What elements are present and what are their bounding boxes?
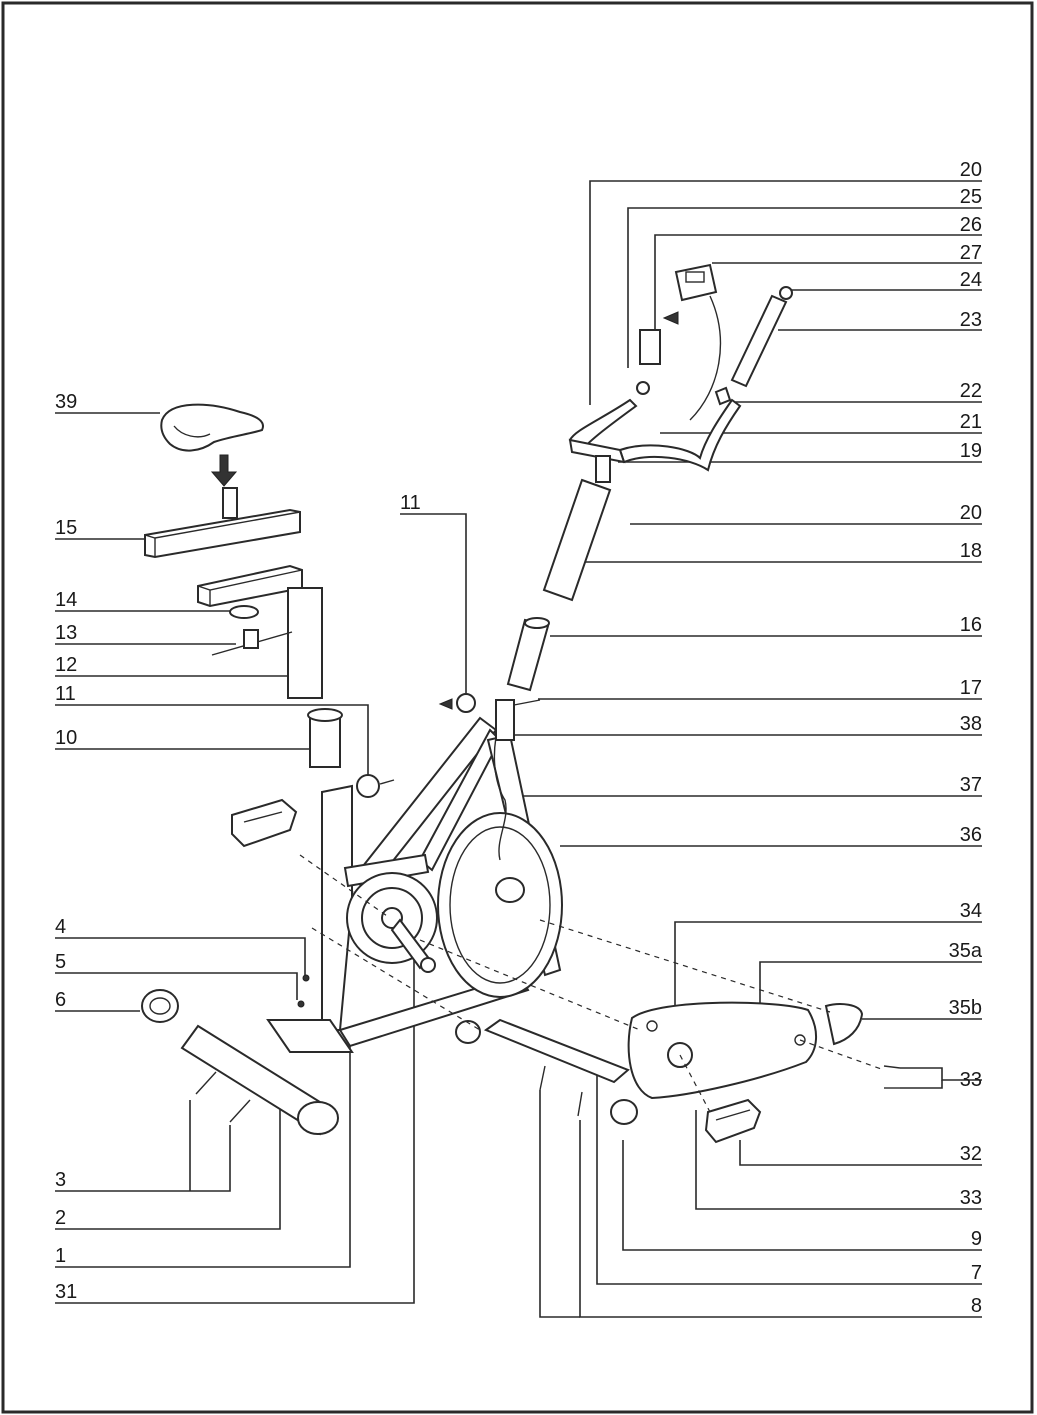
label-27: 27 (960, 242, 982, 264)
leader-lines-left (55, 412, 467, 1304)
saddle-part (160, 403, 264, 487)
leader-35a (759, 961, 982, 1010)
rear-stabilizer-part (141, 989, 339, 1136)
pedal-right-part (704, 1098, 762, 1144)
cover-cap-part (824, 1003, 864, 1046)
label-5: 5 (55, 951, 66, 973)
leader-20-top (589, 180, 982, 405)
label-20-mid: 20 (960, 502, 982, 524)
leader-9 (622, 1140, 982, 1251)
leader-1 (55, 1040, 351, 1268)
leader-8-branch (539, 1090, 580, 1318)
seat-post-sleeve-part (307, 708, 343, 768)
label-24: 24 (960, 269, 982, 291)
label-25: 25 (960, 186, 982, 208)
bracket-plate-part (266, 1019, 354, 1053)
handlebar-part (568, 398, 742, 483)
leader-11-top (400, 513, 467, 693)
label-22: 22 (960, 380, 982, 402)
label-32: 32 (960, 1143, 982, 1165)
label-1: 1 (55, 1245, 66, 1267)
handlebar-post-part (542, 478, 612, 602)
label-21: 21 (960, 411, 982, 433)
label-2: 2 (55, 1207, 66, 1229)
label-26: 26 (960, 214, 982, 236)
handlebar-post-sleeve-part (506, 617, 550, 692)
leader-31 (55, 960, 415, 1304)
seat-post-part (197, 564, 323, 699)
brake-cable-part (493, 719, 507, 861)
leader-33b (695, 1110, 982, 1210)
chain-cover-part (627, 1001, 817, 1100)
pedal-left-part (231, 798, 298, 848)
label-16: 16 (960, 614, 982, 636)
label-10: 10 (55, 727, 77, 749)
label-14: 14 (55, 589, 77, 611)
leader-25 (627, 207, 982, 368)
leader-33a (900, 1067, 982, 1081)
adjust-knob-left-part (356, 774, 395, 798)
label-19: 19 (960, 440, 982, 462)
label-38: 38 (960, 713, 982, 735)
label-33-upper: 33 (960, 1069, 982, 1091)
leader-33a-branch (900, 1080, 943, 1089)
label-11-left: 11 (55, 683, 76, 705)
label-11-top: 11 (400, 492, 421, 514)
label-17: 17 (960, 677, 982, 699)
flywheel-part (437, 812, 563, 998)
label-15: 15 (55, 517, 77, 539)
alignment-lines (299, 854, 885, 1113)
handlebar-grip-part (730, 286, 793, 388)
leader-32 (739, 1140, 982, 1166)
label-4: 4 (55, 916, 66, 938)
label-31: 31 (55, 1281, 77, 1303)
label-35b: 35b (949, 997, 982, 1019)
leader-34 (674, 921, 982, 1030)
label-20-top: 20 (960, 159, 982, 181)
label-9: 9 (971, 1228, 982, 1250)
console-part (662, 263, 722, 421)
label-35a: 35a (949, 940, 983, 962)
label-34: 34 (960, 900, 982, 922)
leader-5 (55, 972, 298, 1000)
tension-knob-part (438, 693, 541, 741)
label-33-lower: 33 (960, 1187, 982, 1209)
leader-26 (654, 234, 982, 335)
connector-part (714, 386, 732, 406)
label-37: 37 (960, 774, 982, 796)
label-23: 23 (960, 309, 982, 331)
leader-7 (596, 1060, 982, 1285)
part-number-labels: 20 25 26 27 24 23 22 21 19 20 18 16 17 3… (55, 159, 983, 1317)
label-3: 3 (55, 1169, 66, 1191)
label-12: 12 (55, 654, 77, 676)
label-39: 39 (55, 391, 77, 413)
leader-8 (579, 1120, 982, 1318)
leader-4 (55, 937, 306, 975)
front-stabilizer-part (455, 1018, 638, 1125)
seat-slide-bar-part (144, 487, 301, 559)
bolts-part (195, 974, 901, 1123)
label-7: 7 (971, 1262, 982, 1284)
leader-3 (55, 1125, 231, 1192)
label-8: 8 (971, 1295, 982, 1317)
leader-2 (55, 1080, 281, 1230)
leader-lines-right (502, 180, 982, 1318)
computer-bracket-part (636, 329, 661, 395)
label-6: 6 (55, 989, 66, 1011)
label-13: 13 (55, 622, 77, 644)
label-36: 36 (960, 824, 982, 846)
leader-11-left (55, 704, 369, 775)
label-18: 18 (960, 540, 982, 562)
